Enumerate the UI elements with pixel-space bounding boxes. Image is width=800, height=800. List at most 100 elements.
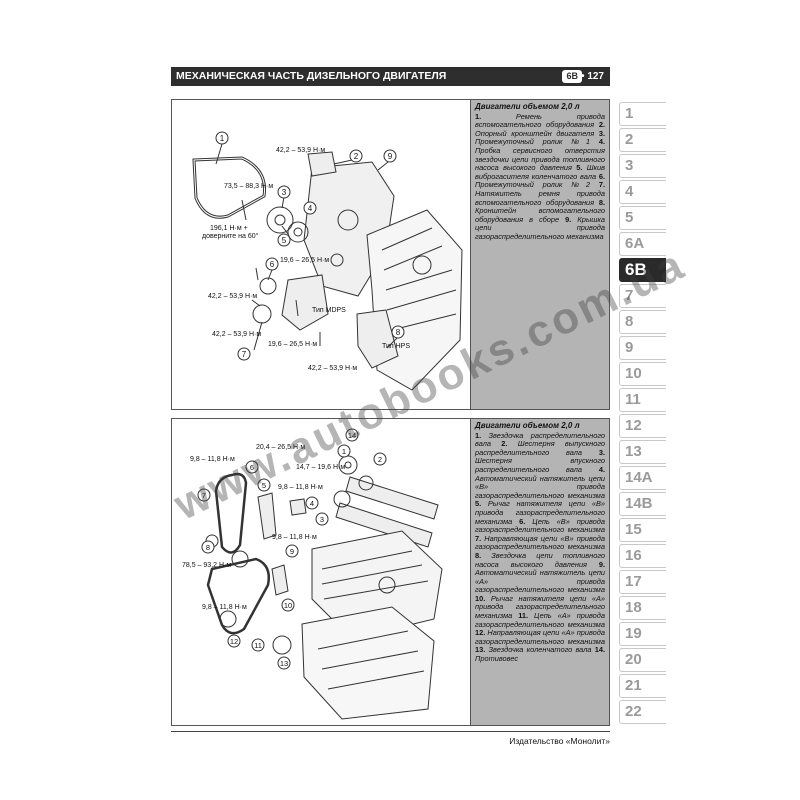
legend-item: 6. Цепь «B» привода газораспределительно…	[475, 516, 605, 535]
callout-12: 12	[227, 634, 241, 648]
svg-text:1: 1	[342, 447, 346, 456]
chapter-tab-10[interactable]: 10	[619, 362, 666, 386]
torque-label: 42,2 – 53,9 Н·м	[308, 365, 357, 372]
svg-text:9: 9	[290, 547, 294, 556]
torque-label: 73,5 – 88,3 Н·м	[224, 183, 273, 190]
chapter-tab-13[interactable]: 13	[619, 440, 666, 464]
chapter-tab-9[interactable]: 9	[619, 336, 666, 360]
chapter-tab-14a[interactable]: 14A	[619, 466, 666, 490]
chapter-tab-12[interactable]: 12	[619, 414, 666, 438]
chapter-tab-11[interactable]: 11	[619, 388, 666, 412]
legend-item: 8. Кронштейн вспомогательного оборудован…	[475, 197, 605, 224]
svg-text:4: 4	[308, 204, 313, 213]
svg-text:8: 8	[206, 543, 210, 552]
legend-title: Двигатели объемом 2,0 л	[475, 421, 580, 430]
legend-accessory-drive: Двигатели объемом 2,0 л 1. Ремень привод…	[470, 100, 609, 409]
chapter-tab-8[interactable]: 8	[619, 310, 666, 334]
legend-item: 4. Пробка сервисного отверстия звездочки…	[475, 137, 605, 173]
legend-item: 14. Противовес	[475, 645, 605, 664]
chapter-tab-2[interactable]: 2	[619, 128, 666, 152]
callout-1: 1	[215, 131, 229, 145]
callout-9: 9	[285, 544, 299, 558]
legend-items: 1. Ремень привода вспомогательного обору…	[475, 111, 606, 242]
chapter-tab-15[interactable]: 15	[619, 518, 666, 542]
legend-item: 1. Ремень привода вспомогательного обору…	[475, 111, 605, 130]
chapter-title: МЕХАНИЧЕСКАЯ ЧАСТЬ ДИЗЕЛЬНОГО ДВИГАТЕЛЯ	[176, 70, 447, 82]
legend-item: 5. Шкив виброгасителя коленчатого вала	[475, 163, 605, 181]
torque-label: 9,8 – 11,8 Н·м	[272, 534, 317, 541]
chapter-tab-6a[interactable]: 6A	[619, 232, 666, 256]
legend-item: 12. Направляющая цепи «A» привода газора…	[475, 628, 605, 646]
legend-item: 11. Цепь «A» привода газораспределительн…	[475, 611, 605, 629]
svg-text:11: 11	[254, 641, 262, 650]
chapter-tab-17[interactable]: 17	[619, 570, 666, 594]
chapter-tab-6b[interactable]: 6B	[619, 258, 666, 282]
chapter-tab-21[interactable]: 21	[619, 674, 666, 698]
callout-6: 6	[245, 460, 259, 474]
chapter-tab-22[interactable]: 22	[619, 700, 666, 724]
torque-label: 42,2 – 53,9 Н·м	[208, 293, 257, 300]
figure-panel-timing-drive: 9,8 – 11,8 Н·м 20,4 – 26,5 Н·м 14,7 – 19…	[171, 418, 610, 726]
callout-5: 5	[277, 233, 291, 247]
chapter-tab-14b[interactable]: 14B	[619, 492, 666, 516]
legend-item: 7. Натяжитель ремня привода вспомогатель…	[475, 180, 605, 207]
chapter-tab-19[interactable]: 19	[619, 622, 666, 646]
chapter-tab-20[interactable]: 20	[619, 648, 666, 672]
chapter-tab-4[interactable]: 4	[619, 180, 666, 204]
legend-item: 6. Промежуточный ролик №2	[475, 171, 605, 190]
callout-7: 7	[197, 488, 211, 502]
torque-label: 196,1 Н·м +	[210, 225, 248, 232]
callout-5: 5	[257, 478, 271, 492]
chapter-tab-1[interactable]: 1	[619, 102, 666, 126]
callout-2: 2	[373, 452, 387, 466]
svg-text:3: 3	[320, 515, 324, 524]
legend-item: 9. Крышка цепи привода газораспределител…	[475, 214, 606, 241]
chapter-tab-16[interactable]: 16	[619, 544, 666, 568]
torque-label: 19,6 – 26,5 Н·м	[268, 341, 317, 348]
svg-text:8: 8	[396, 328, 401, 337]
svg-text:5: 5	[282, 236, 287, 245]
svg-text:9: 9	[388, 152, 393, 161]
svg-text:4: 4	[310, 499, 314, 508]
callout-4: 4	[305, 496, 319, 510]
figure-accessory-drive-diagram: 42,2 – 53,9 Н·м 73,5 – 88,3 Н·м 196,1 Н·…	[192, 131, 463, 391]
legend-item: 7. Направляющая цепи «B» привода газорас…	[475, 533, 605, 552]
section-badge: 6B	[562, 70, 582, 83]
legend-item: 10. Рычаг натяжителя цепи «A» привода га…	[475, 593, 605, 621]
torque-label: 14,7 – 19,6 Н·м	[296, 464, 345, 471]
callout-2: 2	[349, 149, 363, 163]
svg-text:7: 7	[202, 491, 206, 500]
legend-item: 9. Автоматический натяжитель цепи «A» пр…	[475, 559, 605, 595]
legend-timing-drive: Двигатели объемом 2,0 л 1. Звездочка рас…	[470, 419, 609, 725]
svg-text:7: 7	[242, 350, 247, 359]
legend-item: 13. Звездочка коленчатого вала	[475, 645, 595, 655]
svg-text:10: 10	[284, 601, 292, 610]
legend-item: 8. Звездочка цепи топливного насоса высо…	[475, 550, 605, 569]
callout-3: 3	[315, 512, 329, 526]
callout-9: 9	[383, 149, 397, 163]
torque-label: доверните на 60°	[202, 232, 259, 240]
callout-8: 8	[201, 540, 215, 554]
torque-label: 42,2 – 53,9 Н·м	[276, 147, 325, 154]
chapter-tab-18[interactable]: 18	[619, 596, 666, 620]
legend-item: 5. Рычаг натяжителя цепи «B» привода газ…	[475, 499, 605, 526]
legend-item: 2. Шестерня выпускного распределительног…	[475, 439, 605, 457]
legend-item: 2. Опорный кронштейн двигателя	[475, 120, 605, 138]
callout-13: 13	[277, 656, 291, 670]
chapter-tab-7[interactable]: 7	[619, 284, 666, 308]
legend-item: 4. Автоматический натяжитель цепи «B» пр…	[475, 464, 605, 500]
svg-text:1: 1	[220, 134, 225, 143]
page-number: • 127	[581, 67, 604, 86]
variant-label: Тип MDPS	[312, 307, 346, 314]
figure-panel-accessory-drive: 42,2 – 53,9 Н·м 73,5 – 88,3 Н·м 196,1 Н·…	[171, 99, 610, 410]
torque-label: 19,6 – 26,5 Н·м	[280, 257, 329, 264]
page-bullet: •	[581, 71, 585, 82]
footer-divider	[171, 731, 610, 732]
legend-item: 1. Звездочка распределительного вала	[475, 430, 605, 449]
publisher-footer: Издательство «Монолит»	[509, 736, 610, 746]
chapter-tab-5[interactable]: 5	[619, 206, 666, 230]
torque-label: 9,8 – 11,8 Н·м	[190, 456, 235, 463]
svg-text:5: 5	[262, 481, 266, 490]
callout-11: 11	[251, 638, 265, 652]
chapter-tab-3[interactable]: 3	[619, 154, 666, 178]
